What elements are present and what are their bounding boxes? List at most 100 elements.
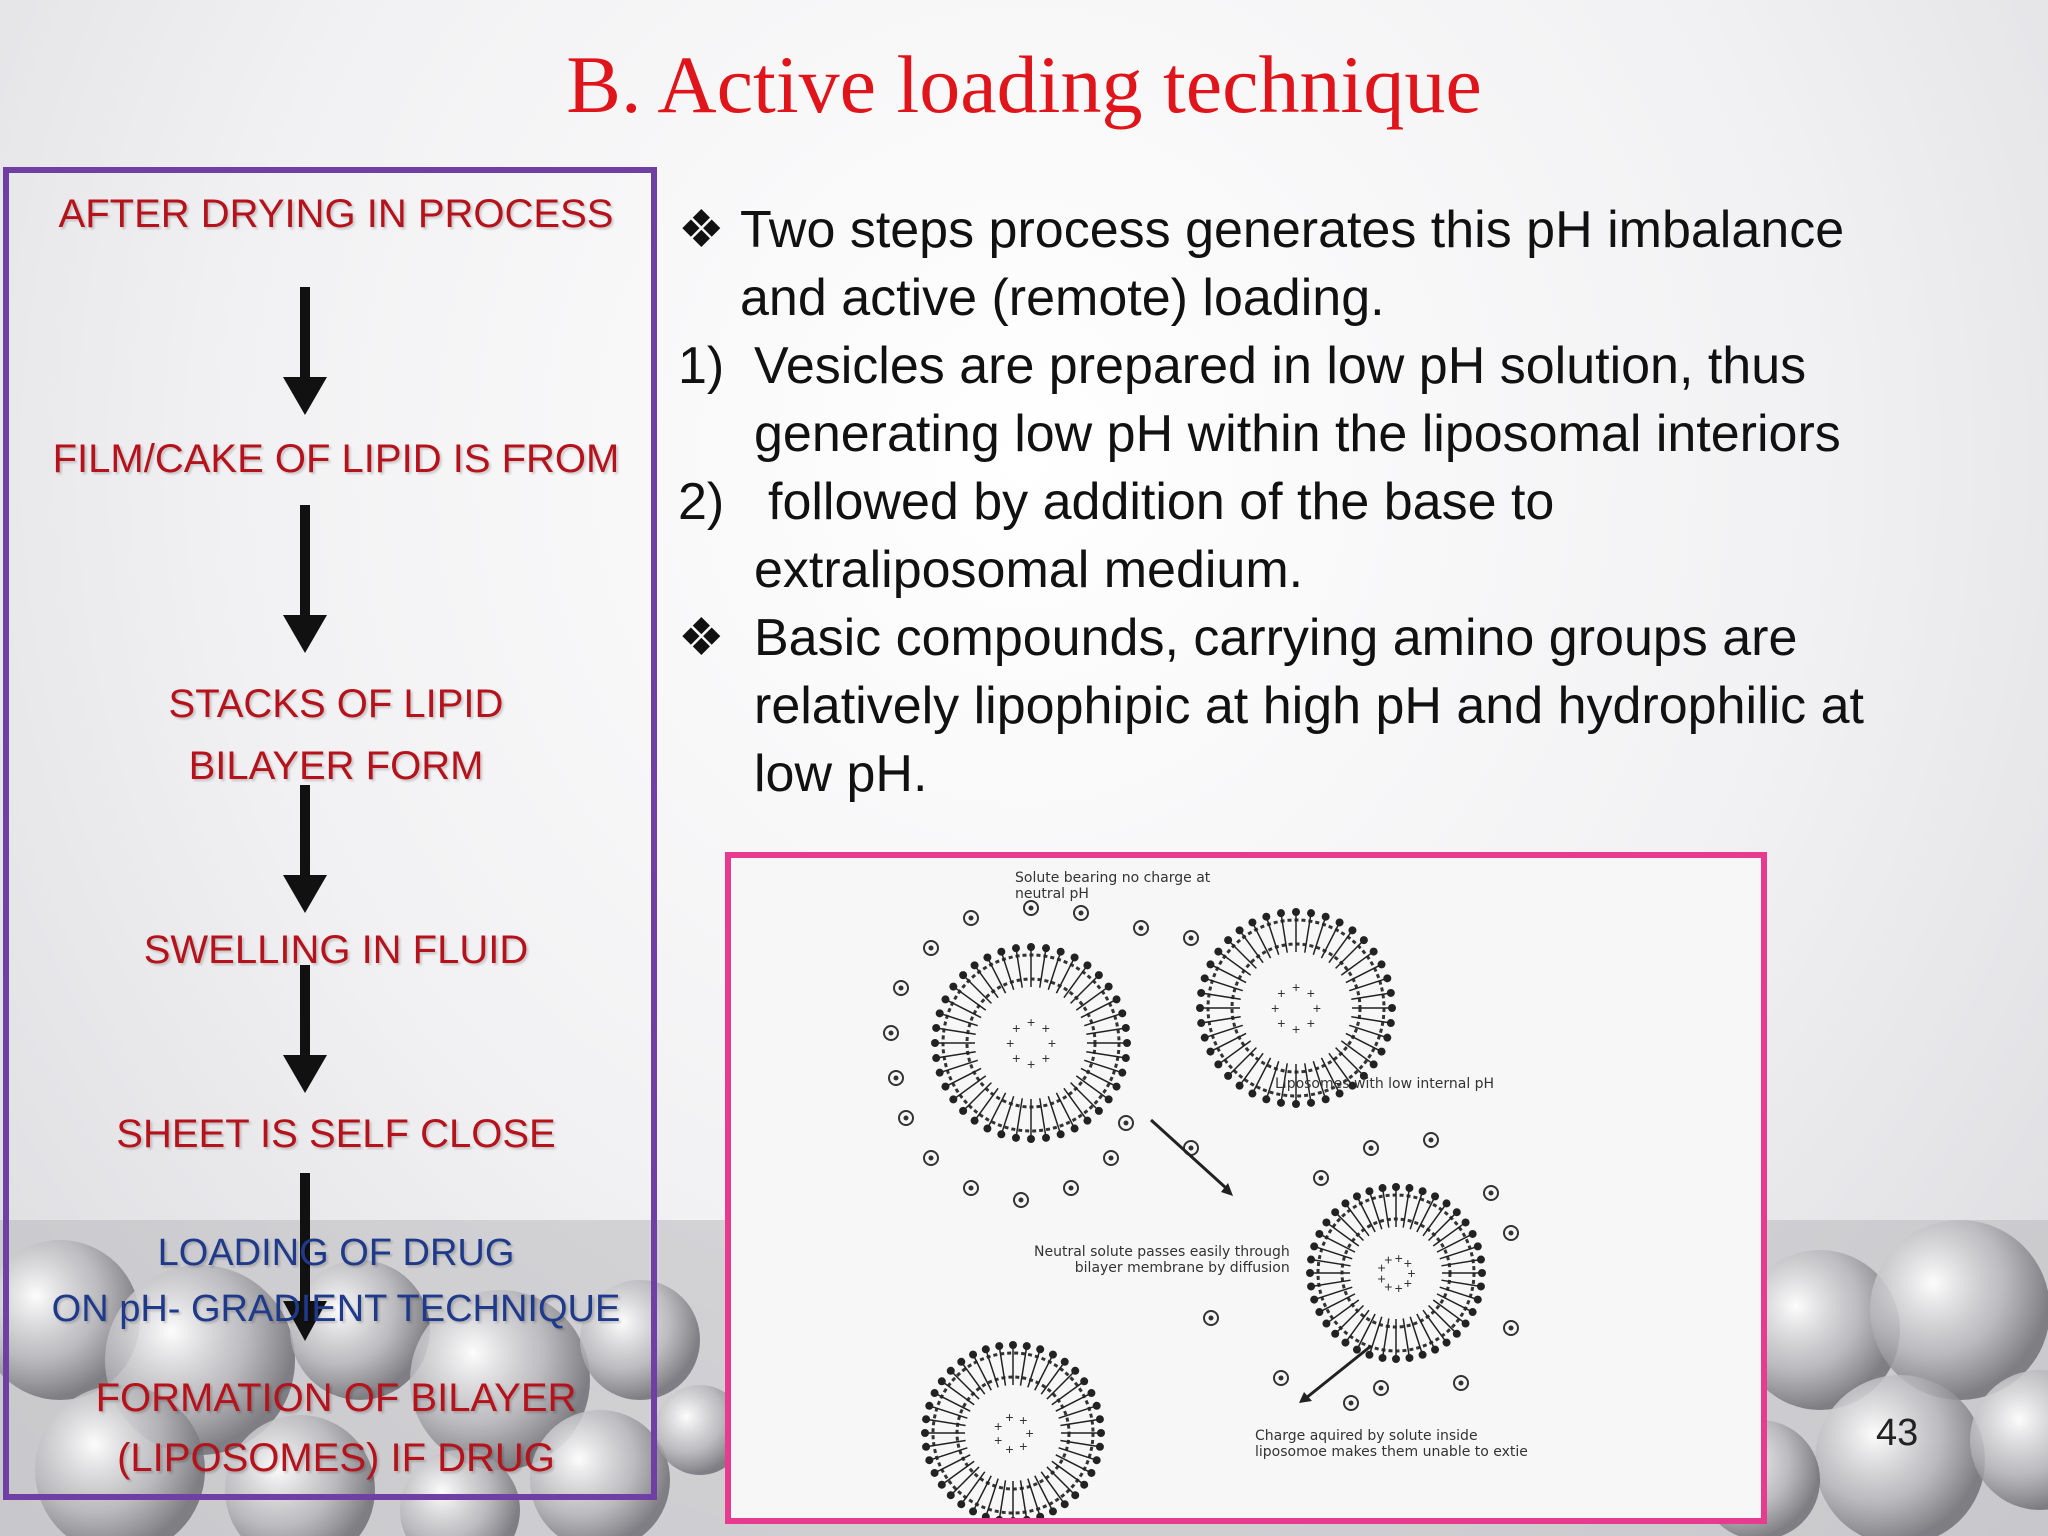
liposome-middle-right-lipid-tail xyxy=(1313,1245,1353,1260)
liposome-middle-right-lipid-tail xyxy=(1416,1196,1436,1233)
liposome-middle-right-lipid-head xyxy=(1392,1183,1400,1191)
solute-core xyxy=(1018,1197,1024,1203)
liposome-bottom-lipid-tail xyxy=(998,1345,1007,1386)
liposome-bottom-lipid-head xyxy=(946,1366,955,1375)
solute-molecule xyxy=(1023,900,1039,916)
liposome-top-left-lipid-head xyxy=(970,961,979,970)
liposome-middle-right-lipid-tail xyxy=(1344,1202,1370,1237)
liposome-top-left-lipid-tail xyxy=(962,974,992,1004)
liposome-top-right-lipid-tail xyxy=(1227,1047,1257,1077)
liposome-middle-right-lipid-head xyxy=(1473,1295,1482,1304)
liposome-top-right-lipid-tail xyxy=(1312,916,1327,955)
liposome-top-right-lipid-head xyxy=(1359,936,1368,945)
liposome-top-right-lipid-head xyxy=(1235,926,1244,935)
liposome-bottom-lipid-head xyxy=(1048,1350,1057,1359)
liposome-middle-right-lipid-tail xyxy=(1432,1299,1467,1325)
solute-molecule xyxy=(888,1070,904,1086)
liposome-bottom-lipid-head xyxy=(1036,1345,1045,1354)
liposome-top-right-lipid-head xyxy=(1307,1098,1316,1107)
liposome-top-left-lipid-tail xyxy=(1070,1082,1100,1112)
down-arrow-icon xyxy=(281,287,329,417)
liposome-top-right-lipid-head xyxy=(1386,1019,1395,1028)
liposome-top-left-lipid-head xyxy=(1070,1124,1079,1133)
liposome-middle-right-lipid-tail xyxy=(1334,1211,1365,1242)
liposome-top-right-lipid-head xyxy=(1321,912,1330,921)
liposome-top-right-lipid-tail xyxy=(1312,1061,1327,1100)
liposome-top-right-lipid-head xyxy=(1292,908,1300,916)
diamond-bullet-icon: ❖ xyxy=(678,609,725,667)
liposome-bottom-lipid-head xyxy=(930,1389,939,1398)
label-neutral-solute: Neutral solute passes easily through bil… xyxy=(1034,1244,1290,1276)
liposome-top-left-lipid-tail xyxy=(973,964,999,999)
liposome-top-right-lipid-head xyxy=(1383,974,1392,983)
liposome-top-left-lipid-head xyxy=(959,971,968,980)
liposome-bottom-lipid-head xyxy=(1080,1480,1089,1489)
liposome-top-right-lipid-head xyxy=(1235,1081,1244,1090)
liposome-middle-right-lipid-head xyxy=(1461,1319,1470,1328)
liposome-top-right-lipid-tail xyxy=(1210,963,1247,984)
liposome-top-right-lipid-tail xyxy=(1304,1063,1312,1103)
liposome-top-right-charge-plus: + xyxy=(1307,1015,1315,1031)
liposome-top-right-lipid-tail xyxy=(1204,977,1243,992)
liposome-bottom-lipid-tail xyxy=(960,1361,986,1395)
liposome-top-left-lipid-tail xyxy=(1000,1096,1015,1135)
liposome-middle-right-lipid-head xyxy=(1341,1338,1350,1347)
liposome-middle-right-lipid-head xyxy=(1442,1338,1451,1347)
solute-core xyxy=(1348,1400,1354,1406)
liposome-top-right-lipid-head xyxy=(1197,1019,1206,1028)
liposome-top-right-charge-plus: + xyxy=(1292,979,1300,995)
liposome-top-left-lipid-tail xyxy=(1086,1027,1126,1035)
arrow-head-icon xyxy=(1221,1183,1233,1196)
liposome-middle-right-lipid-tail xyxy=(1319,1233,1356,1253)
liposome-top-left-lipid-tail xyxy=(1047,951,1062,990)
liposome-top-right-lipid-tail xyxy=(1328,1052,1354,1087)
liposome-bottom-lipid-head xyxy=(981,1512,990,1518)
liposome-top-right-lipid-tail xyxy=(1280,913,1288,953)
liposome-bottom-lipid-head xyxy=(981,1345,990,1354)
solute-core xyxy=(888,1030,894,1036)
liposome-middle-right-lipid-head xyxy=(1306,1269,1314,1277)
liposome-top-right-lipid-head xyxy=(1196,1004,1204,1012)
label-low-internal-ph: Liposomes with low internal pH xyxy=(1275,1076,1495,1092)
solute-core xyxy=(1368,1145,1374,1151)
liposome-middle-right-lipid-head xyxy=(1442,1199,1451,1208)
liposome-middle-right-lipid-head xyxy=(1476,1282,1485,1291)
liposome-top-left-lipid-tail xyxy=(962,1082,992,1112)
liposome-middle-right-lipid-tail xyxy=(1436,1293,1473,1313)
liposome-top-left-lipid-tail xyxy=(939,1059,978,1074)
liposome-bottom-lipid-tail xyxy=(985,1349,999,1388)
bullet-text: low pH. xyxy=(754,745,928,803)
liposome-middle-right-lipid-tail xyxy=(1422,1309,1448,1344)
liposome-top-left-lipid-tail xyxy=(1075,1075,1110,1101)
liposome-bottom-lipid-head xyxy=(957,1500,966,1509)
liposome-bottom-lipid-head xyxy=(925,1456,934,1465)
liposome-middle-right-charge-plus: + xyxy=(1378,1270,1386,1286)
liposome-bottom-charge-plus: + xyxy=(1005,1441,1013,1457)
liposome-middle-right-charge-plus: + xyxy=(1395,1280,1403,1296)
liposome-middle-right-lipid-head xyxy=(1452,1208,1461,1217)
liposome-bottom-lipid-tail xyxy=(1040,1471,1066,1505)
liposome-middle-right-charge-plus: + xyxy=(1378,1260,1386,1276)
liposome-top-left-lipid-tail xyxy=(952,985,987,1011)
liposome-middle-right-lipid-tail xyxy=(1381,1187,1390,1228)
liposome-top-right-lipid-tail xyxy=(1335,1047,1365,1077)
solute-molecule xyxy=(1343,1395,1359,1411)
liposome-top-left-lipid-tail xyxy=(1015,948,1023,988)
liposome-middle-right-lipid-head xyxy=(1310,1242,1319,1251)
liposome-top-right-lipid-tail xyxy=(1238,1052,1264,1087)
liposome-middle-right-lipid-head xyxy=(1431,1345,1440,1354)
liposome-bottom-lipid-tail xyxy=(1058,1405,1097,1419)
liposome-top-right-lipid-tail xyxy=(1335,939,1365,969)
liposome-top-left-lipid-tail xyxy=(936,1027,976,1035)
liposome-top-right-lipid-tail xyxy=(1340,950,1375,976)
liposome-top-right-lipid-tail xyxy=(1349,977,1388,992)
liposome-top-right-lipid-tail xyxy=(1345,1032,1382,1053)
label-solute-no-charge: Solute bearing no charge at neutral pH xyxy=(1015,870,1211,902)
liposome-middle-right-lipid-tail xyxy=(1427,1211,1458,1242)
liposome-bottom-lipid-tail xyxy=(1027,1349,1041,1388)
liposome-top-left-lipid-head xyxy=(932,1054,941,1063)
liposome-bottom-lipid-tail xyxy=(1051,1460,1085,1486)
solute-molecule xyxy=(1373,1380,1389,1396)
liposome-top-left-lipid-head xyxy=(1118,1009,1127,1018)
liposome-top-right-charge-plus: + xyxy=(1292,1021,1300,1037)
